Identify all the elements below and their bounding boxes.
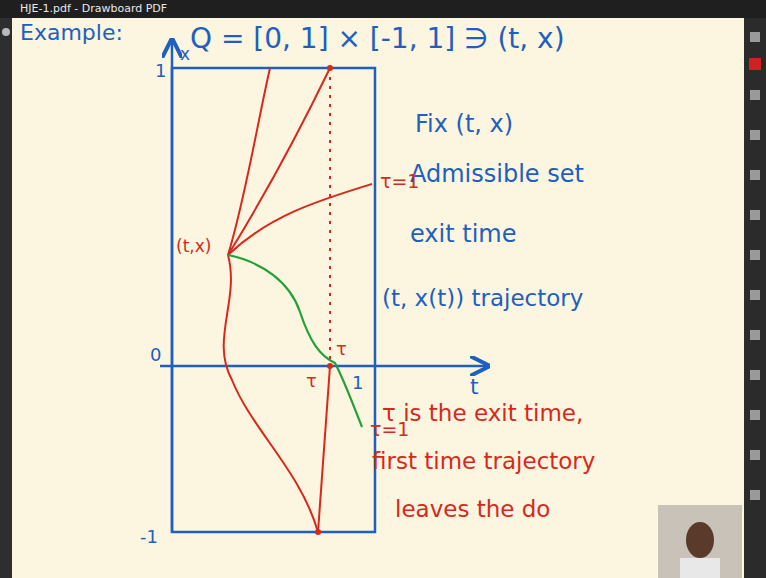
red-note: first time trajectory <box>372 448 595 476</box>
axis-tick: 1 <box>155 60 166 82</box>
webcam-shirt <box>680 558 720 578</box>
trajectory <box>224 255 318 532</box>
toolbar-icon <box>750 130 760 140</box>
toolbar <box>744 18 766 578</box>
toolbar-icon <box>750 490 760 500</box>
exit-point <box>327 363 333 369</box>
trajectory <box>228 68 330 255</box>
exit-point <box>327 65 333 71</box>
toolbar-icon <box>750 250 760 260</box>
toolbar-icon <box>750 210 760 220</box>
webcam-person <box>686 522 714 558</box>
domain-box <box>172 68 375 532</box>
note: exit time <box>410 220 516 249</box>
heading: Example: <box>20 20 123 46</box>
note: (t, x(t)) trajectory <box>382 285 583 313</box>
trajectory <box>228 184 372 255</box>
t-axis <box>160 365 488 368</box>
green-trajectory <box>228 255 362 427</box>
red-note: τ is the exit time, <box>382 400 583 428</box>
window-title: HJE-1.pdf - Drawboard PDF <box>20 2 167 15</box>
toolbar-icon <box>750 370 760 380</box>
toolbar-icon <box>750 450 760 460</box>
axis-tick: 1 <box>352 372 363 394</box>
toolbar-icon <box>750 170 760 180</box>
axis-label: t <box>470 374 479 400</box>
toolbar-icon <box>750 32 760 42</box>
toolbar-icon <box>750 290 760 300</box>
trajectory <box>318 366 330 532</box>
axis-tick: -1 <box>140 526 158 548</box>
toolbar-icon <box>750 410 760 420</box>
menu-icon <box>2 28 10 36</box>
x-axis <box>171 40 174 532</box>
exit-label: τ=1 <box>380 170 419 193</box>
exit-point <box>315 529 321 535</box>
note: Fix (t, x) <box>415 110 513 139</box>
toolbar-icons <box>750 32 760 500</box>
exit-label: τ <box>336 338 347 360</box>
trajectories <box>224 68 372 532</box>
exit-label: τ <box>306 370 317 392</box>
toolbar-icon <box>750 330 760 340</box>
set-definition: Q = [0, 1] × [-1, 1] ∋ (t, x) <box>190 22 565 56</box>
webcam <box>658 505 742 578</box>
toolbar-icon <box>750 90 760 100</box>
axis-label: x <box>180 44 190 64</box>
dotted-guide <box>329 68 331 364</box>
point-label: (t,x) <box>176 236 211 256</box>
axis-tick: 0 <box>150 344 161 366</box>
note: Admissible set <box>410 160 584 189</box>
exit-label: τ=1 <box>370 418 409 441</box>
toolbar-icon <box>749 58 761 70</box>
title-bar <box>0 0 766 18</box>
left-strip <box>0 18 12 578</box>
red-note: leaves the do <box>395 496 550 524</box>
